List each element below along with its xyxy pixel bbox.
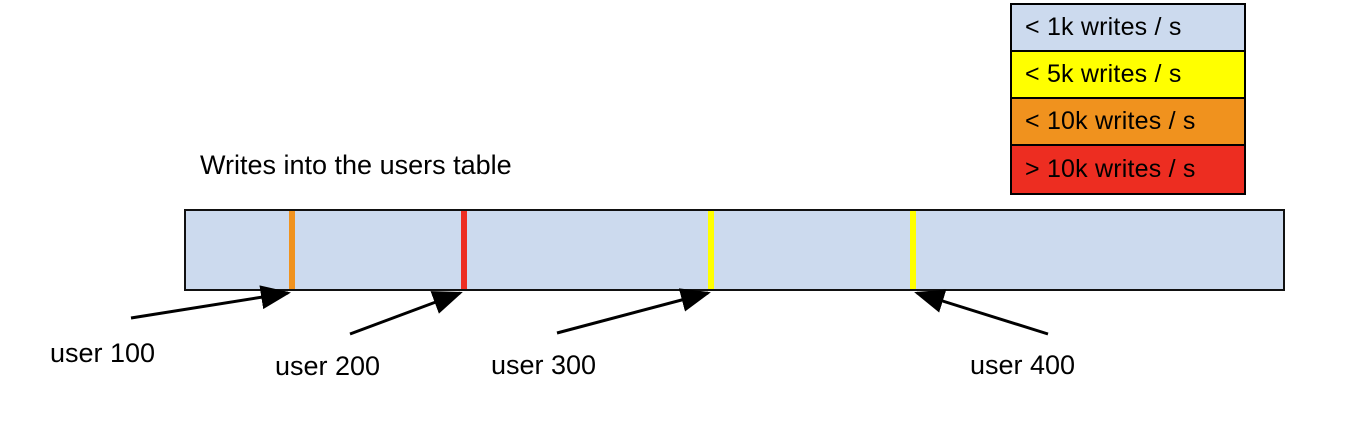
marker-user-100 xyxy=(289,211,296,289)
legend: < 1k writes / s < 5k writes / s < 10k wr… xyxy=(1010,3,1246,195)
marker-user-300 xyxy=(708,211,715,289)
legend-row-under-5k: < 5k writes / s xyxy=(1012,52,1244,99)
arrow-user-400 xyxy=(914,289,1049,336)
arrow-user-100 xyxy=(130,285,291,320)
marker-user-400 xyxy=(910,211,917,289)
legend-row-under-1k: < 1k writes / s xyxy=(1012,5,1244,52)
legend-label-under-10k: < 10k writes / s xyxy=(1025,107,1196,135)
users-table-bar xyxy=(184,209,1285,291)
callout-label-user-400: user 400 xyxy=(970,350,1076,380)
callout-label-user-300: user 300 xyxy=(491,350,597,380)
legend-label-under-1k: < 1k writes / s xyxy=(1025,13,1182,41)
legend-row-over-10k: > 10k writes / s xyxy=(1012,146,1244,193)
legend-label-over-10k: > 10k writes / s xyxy=(1025,155,1196,183)
page-title: Writes into the users table xyxy=(200,150,512,180)
legend-label-under-5k: < 5k writes / s xyxy=(1025,60,1182,88)
arrow-user-200 xyxy=(349,291,463,336)
legend-row-under-10k: < 10k writes / s xyxy=(1012,99,1244,146)
marker-user-200 xyxy=(461,211,468,289)
arrow-user-300 xyxy=(556,288,711,335)
callout-label-user-100: user 100 xyxy=(50,338,156,368)
callout-label-user-200: user 200 xyxy=(275,351,381,381)
